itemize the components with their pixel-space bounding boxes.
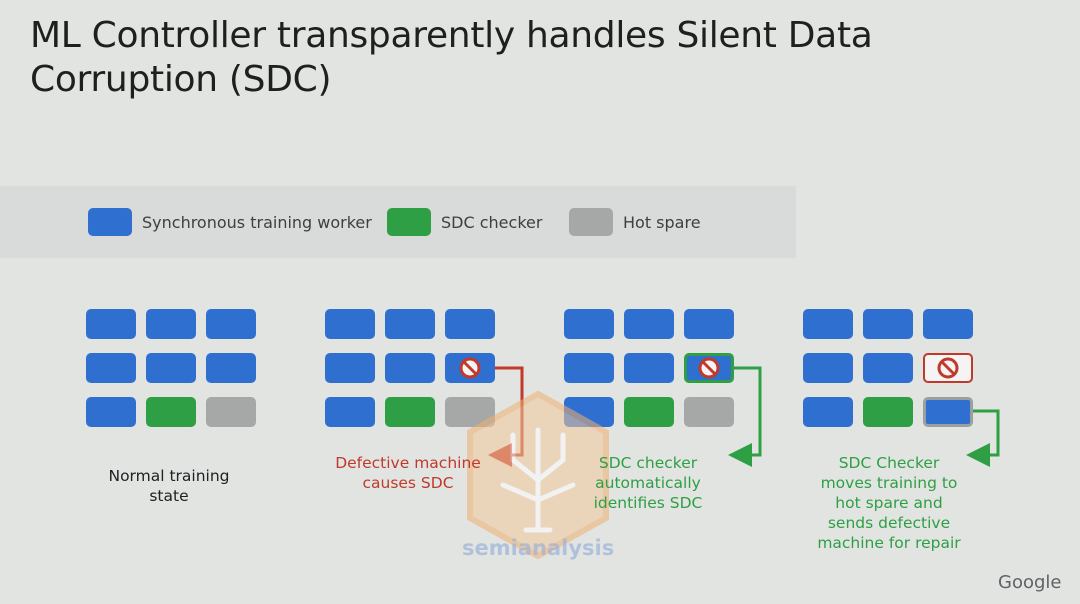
promoted-spare-cell <box>923 397 973 427</box>
slide-title: ML Controller transparently handles Sile… <box>30 15 873 100</box>
stage-3-caption: SDC checker automatically identifies SDC <box>564 453 732 513</box>
checker-cell <box>385 397 435 427</box>
spare-cell <box>206 397 256 427</box>
worker-cell <box>385 309 435 339</box>
prohibited-icon <box>937 357 959 379</box>
worker-cell <box>863 309 913 339</box>
legend-item-checker: SDC checker <box>387 208 542 236</box>
caption-line: Normal training <box>108 467 230 485</box>
legend-label-spare: Hot spare <box>623 212 701 232</box>
watermark-text: semianalysis <box>462 536 615 560</box>
caption-line: SDC checker <box>598 454 698 472</box>
worker-cell <box>803 309 853 339</box>
caption-line: causes SDC <box>362 474 454 492</box>
worker-cell <box>803 353 853 383</box>
worker-cell <box>86 353 136 383</box>
caption-line: moves training to <box>820 474 958 492</box>
worker-cell <box>325 397 375 427</box>
stage-2-caption: Defective machine causes SDC <box>318 453 498 493</box>
worker-cell <box>206 309 256 339</box>
worker-cell <box>684 309 734 339</box>
caption-line: Defective machine <box>335 454 481 472</box>
red-arrow <box>488 366 524 467</box>
worker-cell <box>325 353 375 383</box>
caption-line: automatically <box>595 474 701 492</box>
legend-label-checker: SDC checker <box>441 212 543 232</box>
worker-cell <box>86 397 136 427</box>
worker-cell <box>86 309 136 339</box>
green-arrow <box>728 366 762 467</box>
worker-cell <box>624 353 674 383</box>
legend-item-worker: Synchronous training worker <box>88 208 372 236</box>
google-logo: Google <box>998 572 1062 593</box>
legend-swatch-worker <box>88 208 132 236</box>
worker-cell <box>564 353 614 383</box>
spare-cell <box>684 397 734 427</box>
legend-swatch-checker <box>387 208 431 236</box>
caption-line: identifies SDC <box>593 494 703 512</box>
caption-line: state <box>149 487 189 505</box>
caption-line: SDC Checker <box>838 454 940 472</box>
worker-cell <box>863 353 913 383</box>
legend-item-spare: Hot spare <box>569 208 701 236</box>
checker-cell <box>863 397 913 427</box>
worker-cell <box>564 309 614 339</box>
worker-cell <box>146 353 196 383</box>
worker-cell <box>803 397 853 427</box>
defective-worker-cell <box>445 353 495 383</box>
worker-cell <box>385 353 435 383</box>
checker-cell <box>146 397 196 427</box>
legend-label-worker: Synchronous training worker <box>142 212 372 232</box>
stage-4-caption: SDC Checker moves training to hot spare … <box>800 453 978 553</box>
removed-defective-cell <box>923 353 973 383</box>
prohibited-icon <box>698 357 720 379</box>
worker-cell <box>923 309 973 339</box>
worker-cell <box>325 309 375 339</box>
legend-swatch-spare <box>569 208 613 236</box>
worker-cell <box>445 309 495 339</box>
caption-line: sends defective <box>827 514 951 532</box>
caption-line: hot spare and <box>835 494 943 512</box>
green-arrow <box>966 409 1000 467</box>
detected-defective-cell <box>684 353 734 383</box>
caption-line: machine for repair <box>817 534 961 552</box>
stage-1-caption: Normal training state <box>90 466 248 506</box>
worker-cell <box>146 309 196 339</box>
worker-cell <box>624 309 674 339</box>
prohibited-icon <box>459 357 481 379</box>
checker-cell <box>624 397 674 427</box>
worker-cell <box>206 353 256 383</box>
